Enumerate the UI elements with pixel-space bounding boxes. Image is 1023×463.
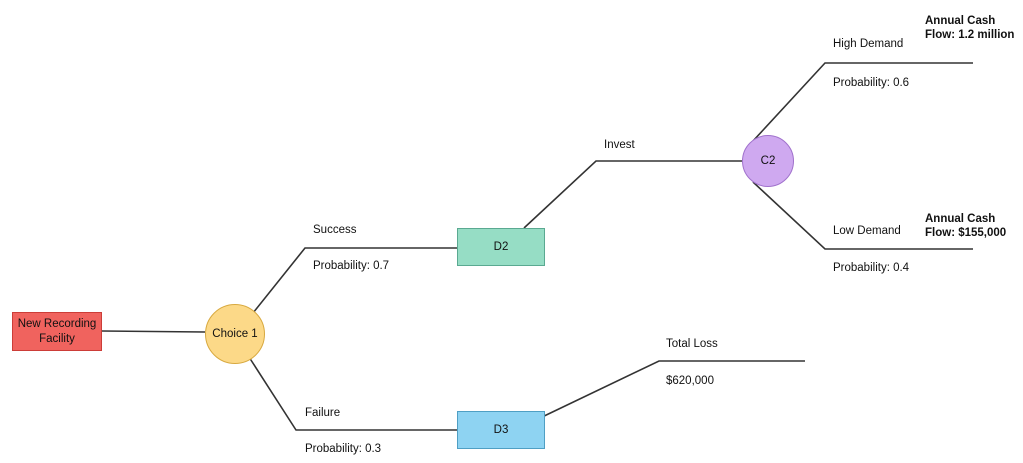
edge-root-choice1 — [101, 330, 206, 333]
node-d2-label: D2 — [493, 240, 509, 253]
edge-label-high-demand: High Demand — [833, 38, 904, 50]
edge-choice1-d2 — [252, 247, 457, 314]
node-root[interactable]: New Recording Facility — [12, 312, 102, 351]
node-choice1-label: Choice 1 — [212, 327, 258, 340]
edge-label-low-demand-payoff: Annual Cash Flow: $155,000 — [925, 213, 1007, 240]
node-root-label: New Recording Facility — [17, 318, 97, 345]
edge-label-high-demand-payoff: Annual Cash Flow: 1.2 million — [925, 15, 1015, 42]
edge-label-success: Success — [313, 224, 357, 236]
node-d3-label: D3 — [493, 423, 509, 436]
edge-label-invest: Invest — [604, 139, 635, 151]
edge-label-failure-probability: Probability: 0.3 — [305, 443, 382, 455]
edge-d2-c2 — [523, 160, 742, 229]
edge-d3-totalloss — [539, 360, 805, 419]
edge-label-low-demand-probability: Probability: 0.4 — [833, 262, 910, 274]
edge-label-total-loss: Total Loss — [666, 338, 718, 350]
node-d3[interactable]: D3 — [457, 411, 545, 449]
edge-label-high-demand-probability: Probability: 0.6 — [833, 77, 910, 89]
edge-choice1-d3 — [248, 356, 457, 431]
edge-label-total-loss-value: $620,000 — [666, 375, 714, 387]
edge-c2-low — [752, 181, 973, 250]
node-c2[interactable]: C2 — [742, 135, 794, 187]
edge-label-failure: Failure — [305, 407, 341, 419]
node-choice1[interactable]: Choice 1 — [205, 304, 265, 364]
node-c2-label: C2 — [760, 154, 776, 167]
edge-label-success-probability: Probability: 0.7 — [313, 260, 390, 272]
edge-label-low-demand: Low Demand — [833, 225, 901, 237]
edge-c2-high — [752, 62, 973, 142]
node-d2[interactable]: D2 — [457, 228, 545, 266]
